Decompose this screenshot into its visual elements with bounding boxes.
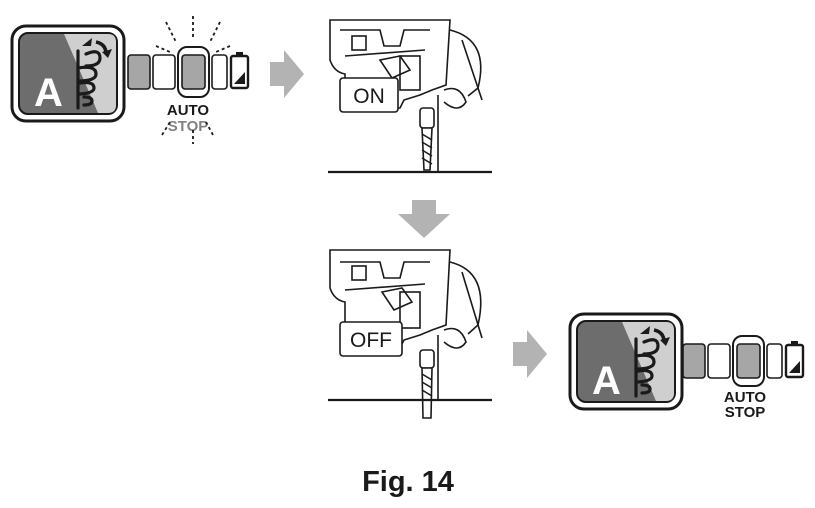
auto-stop-label-line2: STOP — [725, 404, 766, 421]
auto-stop-label-line1: AUTO — [724, 389, 767, 406]
auto-stop-label-line2: STOP — [168, 118, 209, 135]
mode-letter: A — [592, 359, 621, 403]
blink-rays-icon — [155, 16, 231, 144]
switch-label-box — [339, 77, 399, 113]
auto-stop-label-line1: AUTO — [167, 102, 210, 119]
switch-label-off: OFF — [350, 329, 392, 352]
indicator-lamps — [126, 45, 250, 99]
figure-caption: Fig. 14 — [362, 466, 454, 498]
down-arrow-icon — [398, 200, 450, 238]
switch-label-on: ON — [353, 85, 385, 108]
switch-label-box — [339, 321, 403, 357]
right-arrow-icon — [270, 50, 304, 98]
control-panel-auto-stop-lit: A — [568, 312, 684, 411]
control-panel-auto-stop-blinking: A — [10, 24, 126, 123]
mode-letter: A — [34, 71, 63, 115]
right-arrow-icon — [513, 330, 547, 378]
indicator-lamps — [681, 334, 805, 388]
